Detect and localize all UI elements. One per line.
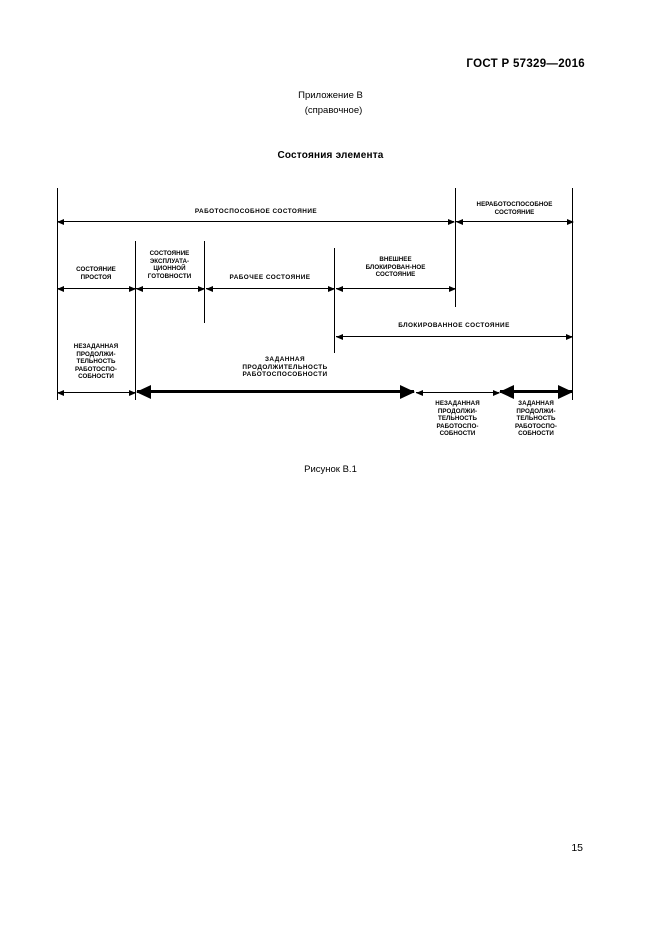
row4-label-unspecified-left: НЕЗАДАННАЯ ПРОДОЛЖИ- ТЕЛЬНОСТЬ РАБОТОСПО… [73,343,119,381]
standard-header: ГОСТ Р 57329—2016 [466,58,585,70]
row1-arrow-inoperable [456,221,573,223]
row3-arrow-blocked [336,336,572,338]
row2-arrow-operational-readiness [136,288,204,290]
page-number: 15 [571,842,583,854]
row4-arrow-unspecified-right [416,392,499,394]
row1-label-operable: РАБОТОСПОСОБНОЕ СОСТОЯНИЕ [194,208,318,215]
states-diagram: РАБОТОСПОСОБНОЕ СОСТОЯНИЕ НЕРАБОТОСПОСОБ… [0,0,661,500]
boundary-line-idle [135,241,137,400]
row1-label-inoperable: НЕРАБОТОСПОСОБНОЕ СОСТОЯНИЕ [476,201,553,216]
boundary-line-blocked [455,188,457,307]
boundary-line-working [334,248,336,353]
row2-arrow-external-blocked [336,288,455,290]
boundary-line-right [572,188,574,400]
row4-arrow-unspecified-left [57,392,135,394]
row2-label-idle: СОСТОЯНИЕ ПРОСТОЯ [76,266,116,281]
row4-arrow-specified-main [137,390,414,394]
row4-label-specified-main: ЗАДАННАЯ ПРОДОЛЖИТЕЛЬНОСТЬ РАБОТОСПОСОБН… [242,356,328,379]
figure-caption: Рисунок В.1 [304,464,357,475]
annex-title: Приложение В [298,90,363,101]
row4-arrow-specified-right [500,390,572,394]
boundary-line-readiness [204,241,206,323]
row4-label-unspecified-right: НЕЗАДАННАЯ ПРОДОЛЖИ- ТЕЛЬНОСТЬ РАБОТОСПО… [435,400,480,438]
annex-subtitle: (справочное) [304,105,363,116]
figure-title: Состояния элемента [277,150,384,161]
annex-heading: Приложение В (справочное) [0,88,661,118]
row4-label-specified-right: ЗАДАННАЯ ПРОДОЛЖИ- ТЕЛЬНОСТЬ РАБОТОСПО- … [514,400,558,438]
row3-label-blocked: БЛОКИРОВАННОЕ СОСТОЯНИЕ [398,322,510,329]
row2-label-working: РАБОЧЕЕ СОСТОЯНИЕ [229,274,311,281]
row2-arrow-idle [57,288,135,290]
row2-label-operational-readiness: СОСТОЯНИЕ ЭКСПЛУАТА- ЦИОННОЙ ГОТОВНОСТИ [147,250,192,280]
boundary-line-left [57,188,59,400]
row1-arrow-operable [57,221,454,223]
row2-arrow-working [206,288,334,290]
row2-label-external-blocked: ВНЕШНЕЕ БЛОКИРОВАН-НОЕ СОСТОЯНИЕ [365,256,426,279]
